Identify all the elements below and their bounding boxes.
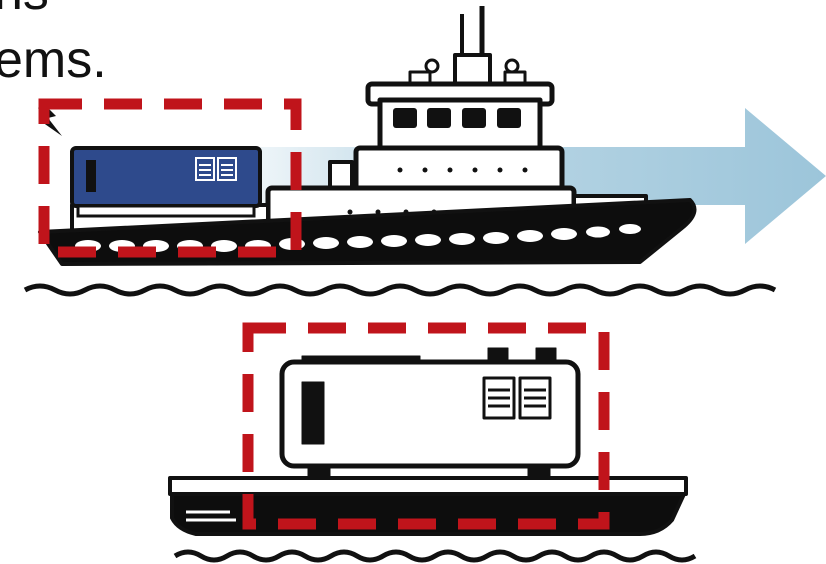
upper-deck [356, 148, 562, 190]
tugboat-mast [410, 6, 525, 86]
battery-container-blue [72, 148, 260, 216]
tugboat-water [25, 286, 775, 294]
battery-container-white [282, 348, 578, 480]
barge-water [175, 552, 695, 560]
